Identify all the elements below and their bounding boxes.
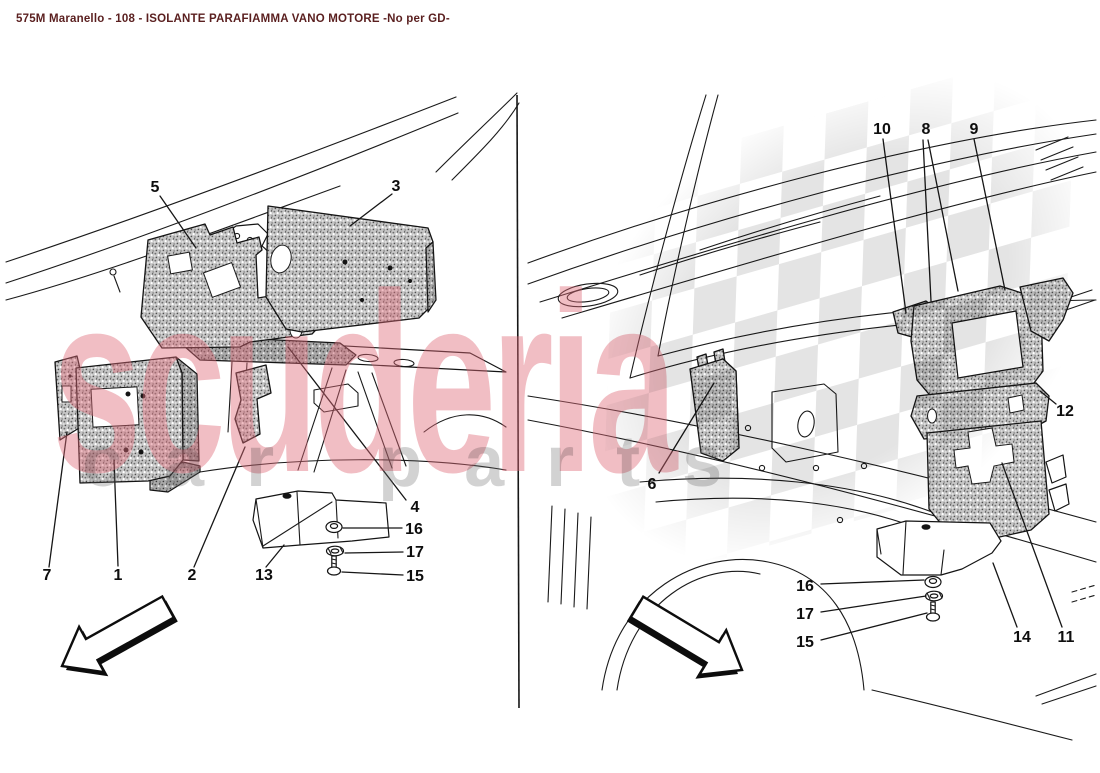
callout-15-right: 15 <box>796 634 814 651</box>
part-3-insulation-panel <box>265 205 434 333</box>
callout-16-left: 16 <box>405 521 423 538</box>
screw-icon <box>925 601 941 622</box>
part-11-ear-b <box>1048 483 1070 512</box>
fastener-stack-right <box>924 575 944 622</box>
nut-icon <box>924 575 942 589</box>
part-13-duct <box>252 490 390 549</box>
part-1-hole <box>90 386 140 428</box>
callout-10: 10 <box>873 121 891 138</box>
callout-9: 9 <box>970 121 979 138</box>
part-6-insulation-panel <box>689 348 740 462</box>
part-14-duct <box>876 520 1002 576</box>
callout-5: 5 <box>151 179 160 196</box>
direction-arrow-left-icon <box>60 594 178 677</box>
callout-7: 7 <box>43 567 52 584</box>
callout-8: 8 <box>922 121 931 138</box>
callout-17-left: 17 <box>406 544 424 561</box>
part-2-insulation-panel <box>234 364 272 444</box>
part-3-edge <box>425 241 437 313</box>
part-8-window <box>951 310 1024 379</box>
part-12-hole <box>927 408 937 424</box>
callout-4: 4 <box>411 499 420 516</box>
part-5-hole-b <box>202 262 242 298</box>
callout-1: 1 <box>114 567 123 584</box>
page-title: 575M Maranello - 108 - ISOLANTE PARAFIAM… <box>16 13 450 25</box>
callout-6: 6 <box>648 476 657 493</box>
nut-icon <box>325 520 343 534</box>
part-11-ear-a <box>1045 454 1067 484</box>
callout-13: 13 <box>255 567 273 584</box>
callout-12: 12 <box>1056 403 1074 420</box>
part-9-flap-insulation <box>1019 277 1074 342</box>
part-3-hole <box>270 244 292 274</box>
left-frame-holes <box>357 353 415 368</box>
fastener-stack-left <box>325 520 345 576</box>
right-leader-lines <box>658 138 1063 641</box>
callout-17-right: 17 <box>796 606 814 623</box>
divider-line <box>516 94 520 709</box>
washer-icon <box>325 545 345 557</box>
left-callouts: 5 3 4 16 17 15 7 1 2 13 <box>43 178 424 585</box>
part-12-notch <box>1007 394 1025 414</box>
screw-icon <box>326 555 342 576</box>
right-callouts: 10 8 9 12 6 16 17 15 14 11 <box>648 121 1075 651</box>
part-1-bottom-flange <box>149 461 201 493</box>
part-5-hole-a <box>167 251 193 275</box>
washer-icon <box>924 590 944 602</box>
direction-arrow-right-icon <box>626 595 744 679</box>
callout-11: 11 <box>1058 629 1075 646</box>
left-leader-lines <box>48 193 407 576</box>
part-11-strap-cutout <box>953 427 1015 485</box>
callout-2: 2 <box>188 567 197 584</box>
callout-15-left: 15 <box>406 568 424 585</box>
left-diagram: 5 3 4 16 17 15 7 1 2 13 <box>5 92 520 677</box>
callout-14: 14 <box>1013 629 1031 646</box>
callout-3: 3 <box>392 178 401 195</box>
right-diagram: 10 8 9 12 6 16 17 15 14 11 <box>527 94 1097 741</box>
part-7-slot <box>61 385 72 403</box>
callout-16-right: 16 <box>796 578 814 595</box>
